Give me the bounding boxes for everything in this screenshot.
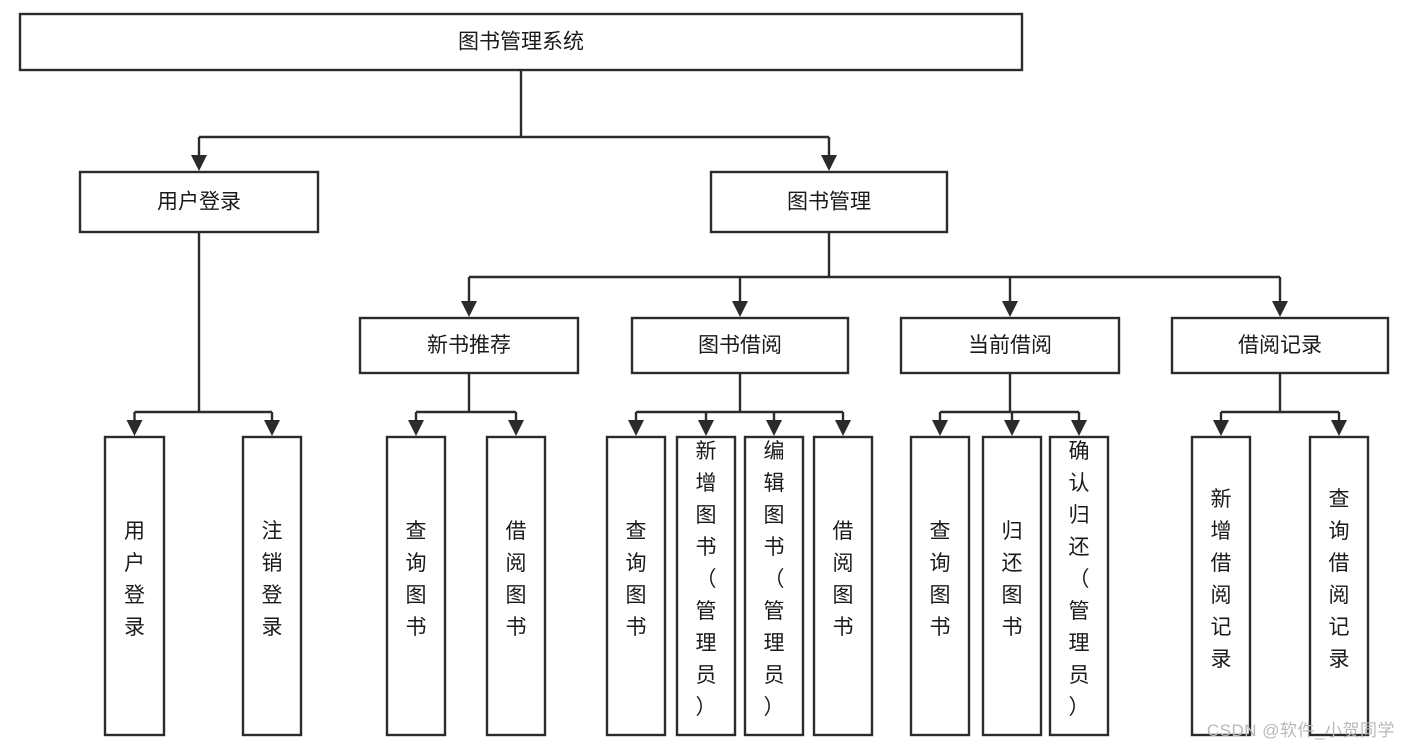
edge-group-record xyxy=(1213,373,1347,436)
node-leaf-bo-borrow[interactable]: 借阅图书 xyxy=(812,435,874,737)
edges-layer xyxy=(126,70,1347,436)
node-label: 新增图书（管理员） xyxy=(696,440,717,719)
arrow-head-icon xyxy=(126,420,143,436)
node-label: 查询图书 xyxy=(930,520,951,639)
arrow-head-icon xyxy=(191,155,207,171)
edge-group-bookmgmt xyxy=(461,232,1288,317)
arrow-head-icon xyxy=(1002,301,1018,317)
node-box xyxy=(630,316,850,375)
node-box xyxy=(899,316,1121,375)
node-label: 注销登录 xyxy=(262,520,283,639)
node-box xyxy=(241,435,303,737)
node-leaf-bo-add[interactable]: 新增图书（管理员） xyxy=(675,435,737,737)
edge-group-login xyxy=(126,232,280,436)
node-box xyxy=(1308,435,1370,737)
node-leaf-cu-return[interactable]: 归还图书 xyxy=(981,435,1043,737)
node-label: 查询借阅记录 xyxy=(1329,488,1350,671)
node-leaf-re-add[interactable]: 新增借阅记录 xyxy=(1190,435,1252,737)
node-box xyxy=(18,12,1024,72)
edge-group-root xyxy=(191,70,837,171)
node-box xyxy=(385,435,447,737)
node-box xyxy=(605,435,667,737)
node-label: 借阅记录 xyxy=(1238,334,1322,357)
node-borrow[interactable]: 图书借阅 xyxy=(630,316,850,375)
node-label: 借阅图书 xyxy=(506,520,527,639)
edge-group-borrow xyxy=(628,373,851,436)
node-label: 图书管理系统 xyxy=(458,31,584,54)
node-bookmgmt[interactable]: 图书管理 xyxy=(709,170,949,234)
arrow-head-icon xyxy=(628,420,644,436)
node-leaf-nb-borrow[interactable]: 借阅图书 xyxy=(485,435,547,737)
arrow-head-icon xyxy=(1071,420,1087,436)
node-login[interactable]: 用户登录 xyxy=(78,170,320,234)
node-box xyxy=(981,435,1043,737)
node-leaf-bo-query[interactable]: 查询图书 xyxy=(605,435,667,737)
node-label: 图书借阅 xyxy=(698,334,782,357)
arrow-head-icon xyxy=(1331,420,1347,436)
node-leaf-re-query[interactable]: 查询借阅记录 xyxy=(1308,435,1370,737)
node-leaf-user-login[interactable]: 用户登录 xyxy=(103,435,166,737)
arrow-head-icon xyxy=(1272,301,1288,317)
arrow-head-icon xyxy=(732,301,748,317)
arrow-head-icon xyxy=(835,420,851,436)
node-box xyxy=(358,316,580,375)
node-leaf-cu-query[interactable]: 查询图书 xyxy=(909,435,971,737)
node-box xyxy=(909,435,971,737)
node-root[interactable]: 图书管理系统 xyxy=(18,12,1024,72)
arrow-head-icon xyxy=(264,420,280,436)
node-box xyxy=(675,435,737,737)
node-box xyxy=(1190,435,1252,737)
node-label: 图书管理 xyxy=(787,191,871,214)
node-leaf-nb-query[interactable]: 查询图书 xyxy=(385,435,447,737)
edge-group-newbook xyxy=(408,373,524,436)
node-box xyxy=(485,435,547,737)
arrow-head-icon xyxy=(1004,420,1020,436)
node-label: 归还图书 xyxy=(1002,520,1023,639)
node-label: 查询图书 xyxy=(626,520,647,639)
node-box xyxy=(103,435,166,737)
nodes-layer: 图书管理系统用户登录图书管理新书推荐图书借阅当前借阅借阅记录用户登录注销登录查询… xyxy=(18,12,1390,737)
node-label: 新书推荐 xyxy=(427,334,511,357)
node-label: 新增借阅记录 xyxy=(1211,488,1232,671)
node-label: 查询图书 xyxy=(406,520,427,639)
arrow-head-icon xyxy=(508,420,524,436)
arrow-head-icon xyxy=(1213,420,1229,436)
node-box xyxy=(78,170,320,234)
node-newbook[interactable]: 新书推荐 xyxy=(358,316,580,375)
node-leaf-user-logout[interactable]: 注销登录 xyxy=(241,435,303,737)
node-label: 当前借阅 xyxy=(968,334,1052,357)
node-leaf-cu-confirm[interactable]: 确认归还（管理员） xyxy=(1048,435,1110,737)
node-box xyxy=(709,170,949,234)
node-record[interactable]: 借阅记录 xyxy=(1170,316,1390,375)
node-box xyxy=(812,435,874,737)
node-current[interactable]: 当前借阅 xyxy=(899,316,1121,375)
node-label: 用户登录 xyxy=(157,191,241,214)
node-label: 确认归还（管理员） xyxy=(1069,440,1090,719)
edge-group-current xyxy=(932,373,1087,436)
csdn-watermark: CSDN @软件_小贺同学 xyxy=(1206,721,1395,740)
node-label: 用户登录 xyxy=(124,520,145,639)
node-box xyxy=(1048,435,1110,737)
arrow-head-icon xyxy=(932,420,948,436)
arrow-head-icon xyxy=(408,420,424,436)
node-box xyxy=(1170,316,1390,375)
arrow-head-icon xyxy=(698,420,714,436)
arrow-head-icon xyxy=(461,301,477,317)
arrow-head-icon xyxy=(821,155,837,171)
node-box xyxy=(743,435,805,737)
node-label: 借阅图书 xyxy=(833,520,854,639)
node-leaf-bo-edit[interactable]: 编辑图书（管理员） xyxy=(743,435,805,737)
node-label: 编辑图书（管理员） xyxy=(764,440,785,719)
arrow-head-icon xyxy=(766,420,782,436)
